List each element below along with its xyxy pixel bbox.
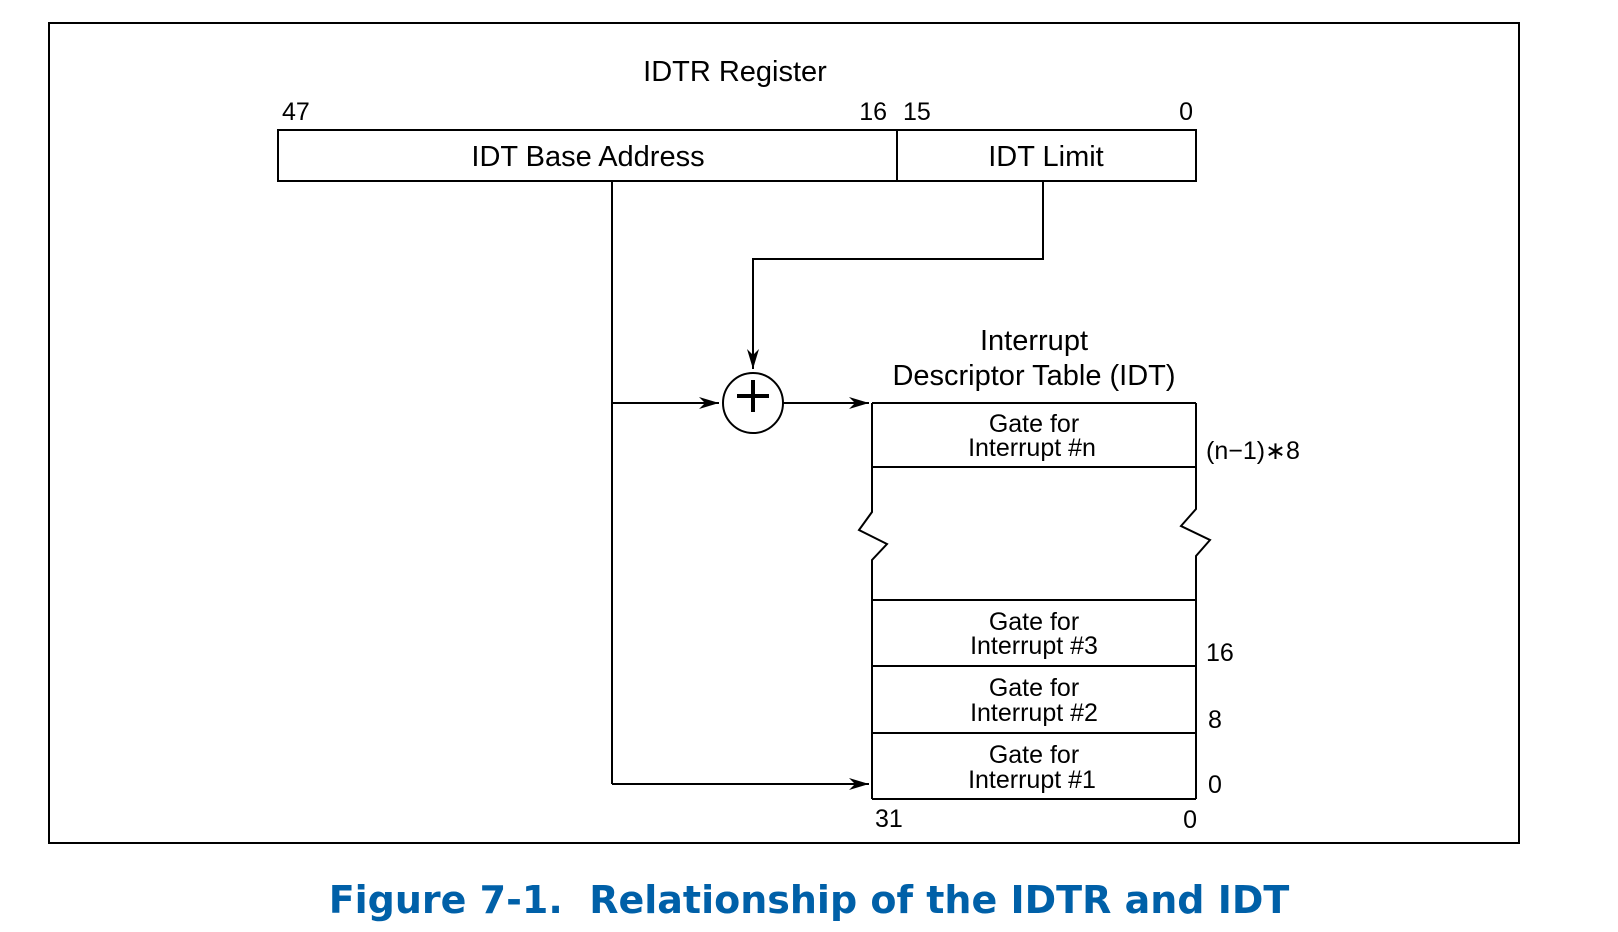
gate-n-line2: Interrupt #n	[968, 434, 1096, 462]
limit-to-adder-line	[747, 181, 1044, 369]
idtr-bit-16: 16	[859, 98, 887, 126]
idt-bit-31: 31	[875, 805, 903, 833]
idt-title-line2: Descriptor Table (IDT)	[892, 360, 1175, 392]
gate-n-line1: Gate for	[989, 410, 1079, 438]
idtr-bit-0: 0	[1179, 98, 1193, 126]
gate-2-line1: Gate for	[989, 674, 1079, 702]
gate-2-line2: Interrupt #2	[970, 699, 1098, 727]
idt-right-side-break	[1179, 403, 1212, 799]
gate-n-offset: (n−1)∗8	[1206, 437, 1300, 465]
idt-base-address-label: IDT Base Address	[471, 141, 704, 173]
idt-limit-label: IDT Limit	[988, 141, 1103, 173]
idtr-bit-47: 47	[282, 98, 310, 126]
gate-3-line2: Interrupt #3	[970, 632, 1098, 660]
idtr-register-box	[277, 129, 1197, 182]
gate-1-offset: 0	[1208, 771, 1222, 799]
idtr-bit-15: 15	[903, 98, 931, 126]
figure-frame	[48, 22, 1520, 844]
figure-caption: Figure 7-1. Relationship of the IDTR and…	[328, 878, 1290, 922]
gate-1-line1: Gate for	[989, 741, 1079, 769]
idt-diagram: IDTR Register 47 16 15 0 IDT Base Addres…	[48, 22, 1520, 844]
gate-3-offset: 16	[1206, 639, 1234, 667]
idt-bit-0: 0	[1183, 806, 1197, 834]
gate-3-line1: Gate for	[989, 608, 1079, 636]
gate-1-line2: Interrupt #1	[968, 766, 1096, 794]
idt-title-line1: Interrupt	[980, 325, 1088, 357]
idtr-title: IDTR Register	[643, 56, 827, 88]
idt-left-side-break	[857, 403, 889, 799]
gate-2-offset: 8	[1208, 706, 1222, 734]
